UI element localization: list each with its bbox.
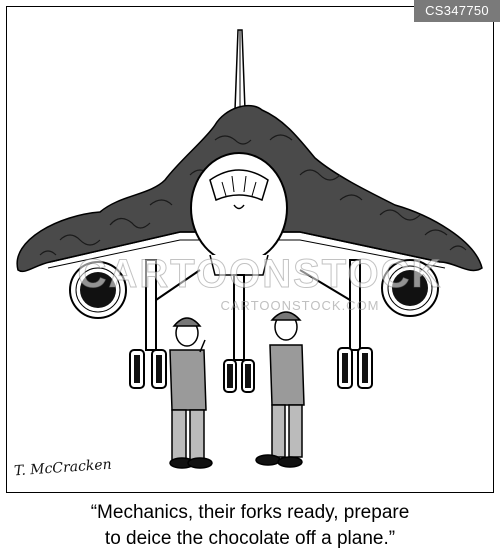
cartoon-caption: “Mechanics, their forks ready, prepare t… <box>0 500 500 552</box>
mechanic-left <box>169 317 213 469</box>
right-engine <box>381 259 439 317</box>
watermark: CARTOONSTOCK <box>77 252 443 297</box>
left-engine <box>69 261 127 319</box>
caption-line-1: “Mechanics, their forks ready, prepare <box>90 502 410 523</box>
image-id-badge: CS347750 <box>414 0 500 22</box>
landing-gear <box>145 259 361 361</box>
watermark-sub: CARTOONSTOCK.COM <box>220 298 380 313</box>
caption-line-2: to deice the chocolate off a plane.” <box>104 528 396 549</box>
cockpit-window <box>209 169 269 202</box>
mechanic-right <box>255 311 305 468</box>
